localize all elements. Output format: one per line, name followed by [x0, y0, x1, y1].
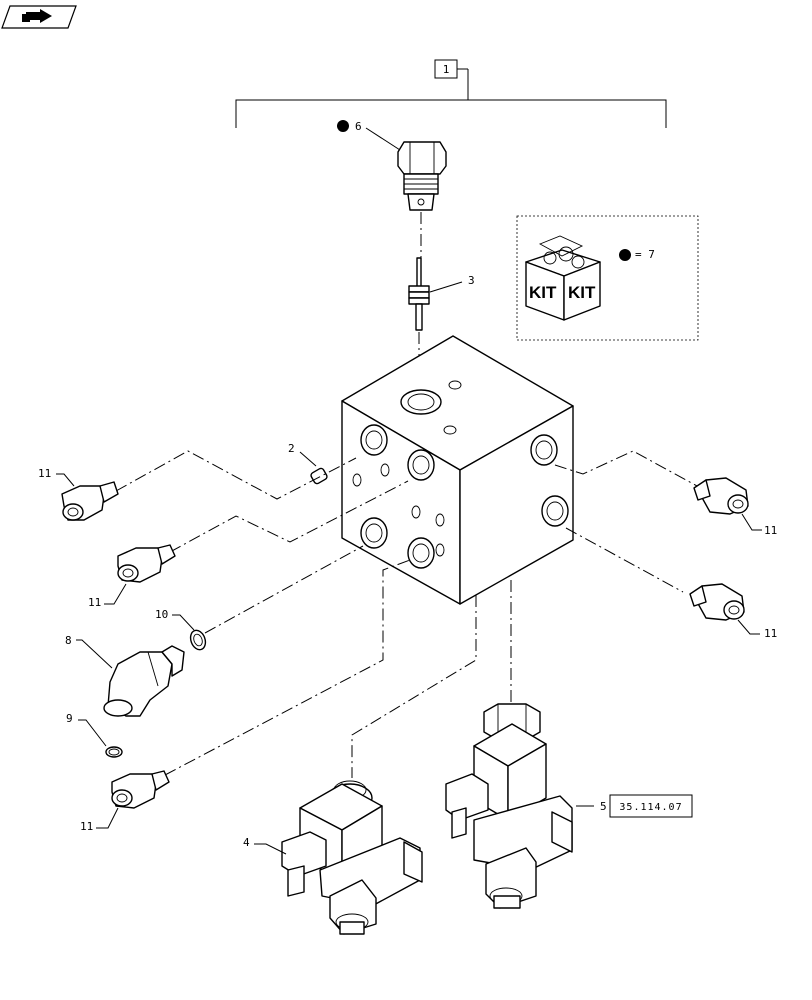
callout-11c: 11: [741, 513, 777, 537]
fitting-11-lower-right: [689, 583, 745, 621]
kit-label-left: KIT: [529, 283, 557, 302]
svg-text:8: 8: [65, 634, 72, 647]
svg-text:11: 11: [88, 596, 101, 609]
plug-part-6: [397, 141, 447, 211]
svg-text:10: 10: [155, 608, 168, 621]
callout-11b: 11: [88, 583, 127, 609]
assembly-label: 1: [443, 63, 450, 76]
kit-bullet-ref: = 7: [635, 248, 655, 261]
svg-text:5: 5: [600, 800, 607, 813]
fitting-11-mid-left: [117, 544, 176, 583]
nav-arrow-icon[interactable]: [1, 5, 77, 29]
reference-code[interactable]: 35.114.07: [619, 802, 682, 813]
solenoid-part-5: [445, 703, 573, 909]
stem-part-3: [408, 257, 430, 331]
svg-text:9: 9: [66, 712, 73, 725]
callout-11a: 11: [38, 467, 75, 487]
callout-3: 3: [429, 274, 475, 293]
callout-11d: 11: [737, 619, 777, 640]
fitting-11-lower-left: [111, 770, 170, 809]
fitting-11-upper-right: [693, 477, 749, 515]
connection-lines: [115, 450, 698, 778]
oring-part-10: 10: [155, 608, 207, 651]
solenoid-part-4: [281, 780, 423, 935]
callout-6: 6: [337, 120, 401, 151]
reference-box[interactable]: [609, 794, 693, 818]
kit-box: KIT KIT = 7: [516, 215, 699, 341]
assembly-bracket: 1: [235, 59, 667, 128]
callout-5: 5 35.114.07: [576, 794, 693, 818]
kit-label-right: KIT: [568, 283, 596, 302]
svg-text:6: 6: [355, 120, 362, 133]
svg-text:2: 2: [288, 442, 295, 455]
svg-text:11: 11: [764, 627, 777, 640]
svg-text:11: 11: [80, 820, 93, 833]
svg-text:3: 3: [468, 274, 475, 287]
callout-4: 4: [243, 836, 287, 855]
oring-part-9: 9: [66, 712, 123, 758]
elbow-part-8: [103, 645, 185, 717]
callout-11e: 11: [80, 807, 119, 833]
svg-text:11: 11: [38, 467, 51, 480]
valve-block: [341, 335, 574, 605]
callout-8: 8: [65, 634, 113, 669]
pin-part-2: 2: [288, 442, 328, 485]
svg-text:11: 11: [764, 524, 777, 537]
fitting-11-upper-left: [61, 481, 119, 521]
svg-text:4: 4: [243, 836, 250, 849]
